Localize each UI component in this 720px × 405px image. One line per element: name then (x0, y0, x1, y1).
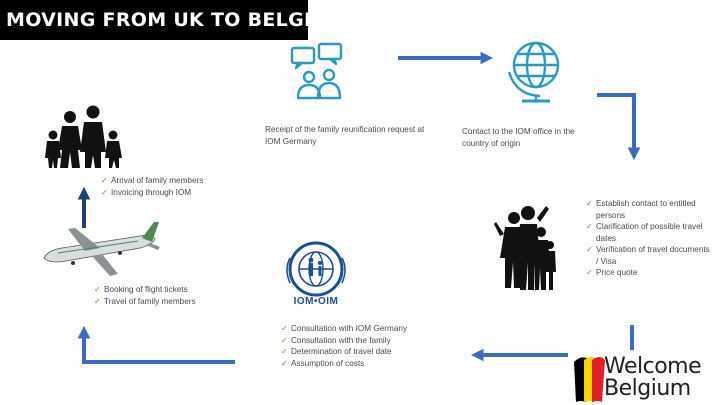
step-consultation-list: ✓Consultation with IOM Germany ✓Consulta… (281, 323, 451, 369)
receipt-description: Receipt of the family reunification requ… (265, 125, 425, 146)
list-item: ✓Invoicing through IOM (101, 187, 192, 197)
watermark-line1: Welcome (604, 354, 702, 379)
step-booking-list: ✓Booking of flight tickets ✓Travel of fa… (94, 284, 244, 307)
check-icon: ✓ (94, 296, 101, 306)
belgium-flag-swoosh-icon (574, 357, 605, 402)
iom-logo-icon (286, 241, 346, 297)
check-icon: ✓ (281, 347, 288, 356)
check-icon: ✓ (281, 324, 288, 333)
step-arrival-list: ✓Arrival of family members ✓Invoicing th… (101, 175, 251, 198)
page-title: MOVING FROM UK TO BELGIUM (6, 9, 347, 31)
arrow-contact-to-establish (597, 93, 641, 161)
welcome-belgium-logo: Welcome Belgium (568, 350, 720, 405)
list-item: ✓Price quote (586, 268, 638, 277)
list-item: ✓Consultation with the family (281, 335, 391, 345)
watermark-line2: Belgium (604, 376, 691, 401)
people-chat-icon (290, 42, 343, 100)
list-item: ✓Determination of travel date (281, 347, 392, 356)
globe-icon (507, 41, 560, 103)
list-item: ✓Establish contact to entitled persons (586, 199, 696, 220)
airplane-icon (43, 222, 160, 276)
list-item: ✓Clarification of possible travel dates (586, 222, 703, 243)
list-item: ✓Arrival of family members (101, 176, 204, 185)
list-item: ✓Verification of travel documents / Visa (586, 245, 710, 266)
check-icon: ✓ (281, 358, 288, 368)
family-group-icon (45, 105, 122, 168)
list-item: ✓Booking of flight tickets (94, 285, 188, 294)
iom-logo-text: IOM•OIM (293, 296, 339, 307)
contact-origin-description: Contact to the IOM office in the country… (462, 127, 575, 148)
page-title-banner: MOVING FROM UK TO BELGIUM (0, 0, 346, 40)
arrow-consultation-to-booking (77, 325, 235, 364)
list-item: ✓Travel of family members (94, 296, 196, 306)
step-establish-list: ✓Establish contact to entitled persons ✓… (586, 198, 711, 279)
check-icon: ✓ (586, 222, 593, 231)
list-item: ✓Consultation with IOM Germany (281, 324, 408, 333)
family-silhouette-icon (494, 206, 556, 290)
check-icon: ✓ (281, 335, 288, 345)
check-icon: ✓ (101, 176, 108, 185)
list-item: ✓Assumption of costs (281, 358, 365, 368)
step-receipt-text: Receipt of the family reunification requ… (265, 124, 435, 147)
check-icon: ✓ (94, 285, 101, 294)
check-icon: ✓ (586, 268, 593, 277)
step-contact-origin-text: Contact to the IOM office in the country… (462, 126, 602, 149)
check-icon: ✓ (586, 245, 593, 254)
check-icon: ✓ (101, 187, 108, 197)
check-icon: ✓ (586, 199, 593, 208)
